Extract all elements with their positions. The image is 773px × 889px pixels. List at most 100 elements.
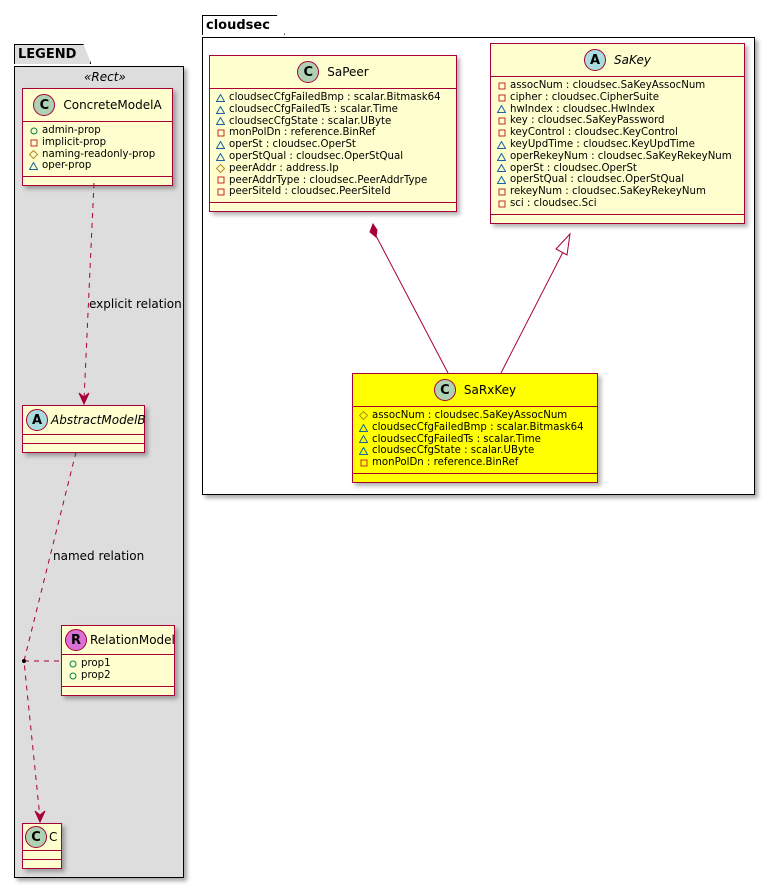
class-name: C xyxy=(49,830,58,844)
attribute-text: keyUpdTime : cloudsec.KeyUpdTime xyxy=(510,138,695,150)
attribute-text: oper-prop xyxy=(42,160,92,172)
package-visibility-icon xyxy=(497,105,506,114)
attribute-row: cloudsecCfgState : scalar.UByte xyxy=(359,445,593,457)
package-visibility-icon xyxy=(497,176,506,185)
public-visibility-icon xyxy=(29,126,38,135)
class-name: SaPeer xyxy=(327,65,369,79)
methods-section xyxy=(62,687,174,695)
attribute-row: sci : cloudsec.Sci xyxy=(497,198,740,210)
attribute-text: operStQual : cloudsec.OperStQual xyxy=(229,150,404,162)
methods-section xyxy=(23,177,172,185)
class-name: AbstractModelB xyxy=(51,413,146,427)
attribute-row: peerAddr : address.Ip xyxy=(216,163,452,175)
protected-visibility-icon xyxy=(359,411,368,421)
attribute-text: assocNum : cloudsec.SaKeyAssocNum xyxy=(372,410,568,421)
class-header: A SaKey xyxy=(491,44,744,77)
attribute-row: operStQual : cloudsec.OperStQual xyxy=(216,151,452,163)
package-visibility-icon xyxy=(497,152,506,161)
attribute-row: operSt : cloudsec.OperSt xyxy=(497,163,740,175)
attribute-row: peerAddrType : cloudsec.PeerAddrType xyxy=(216,175,452,187)
attribute-text: monPolDn : reference.BinRef xyxy=(229,127,376,139)
private-visibility-icon xyxy=(29,138,38,147)
methods-section xyxy=(491,215,744,223)
package-visibility-icon xyxy=(216,105,225,114)
named-relation-label: named relation xyxy=(53,549,145,563)
private-visibility-icon xyxy=(497,129,506,138)
package-visibility-icon xyxy=(216,141,225,150)
package-visibility-icon xyxy=(497,164,506,173)
attribute-text: cloudsecCfgState : scalar.UByte xyxy=(372,445,535,457)
attribute-row: peerSiteId : cloudsec.PeerSiteId xyxy=(216,186,452,198)
private-visibility-icon xyxy=(497,81,506,90)
class-header: A AbstractModelB xyxy=(23,406,146,435)
public-visibility-icon xyxy=(68,659,77,668)
attribute-text: cloudsecCfgFailedTs : scalar.Time xyxy=(372,433,541,445)
private-visibility-icon xyxy=(497,117,506,126)
attribute-text: cloudsecCfgFailedTs : scalar.Time xyxy=(229,103,398,115)
attribute-row: hwIndex : cloudsec.HwIndex xyxy=(497,104,740,116)
methods-section xyxy=(23,444,144,452)
class-header: C C xyxy=(23,824,61,851)
package-visibility-icon xyxy=(359,423,368,432)
attribute-text: sci : cloudsec.Sci xyxy=(510,197,597,209)
attribute-row: rekeyNum : cloudsec.SaKeyRekeyNum xyxy=(497,186,740,198)
class-c[interactable]: C C xyxy=(22,823,62,869)
class-abstract-model-b[interactable]: A AbstractModelB xyxy=(22,405,146,453)
methods-section xyxy=(210,203,456,211)
attribute-text: hwIndex : cloudsec.HwIndex xyxy=(510,103,655,115)
methods-section xyxy=(353,474,597,482)
private-visibility-icon xyxy=(359,459,368,468)
attribute-row: cloudsecCfgFailedBmp : scalar.Bitmask64 xyxy=(359,422,593,434)
attribute-row: admin-prop xyxy=(29,125,168,137)
class-header: R RelationModel xyxy=(62,626,175,655)
attribute-row: keyUpdTime : cloudsec.KeyUpdTime xyxy=(497,139,740,151)
class-sa-key[interactable]: A SaKey assocNum : cloudsec.SaKeyAssocNu… xyxy=(490,43,745,224)
attribute-row: naming-readonly-prop xyxy=(29,149,168,161)
package-visibility-icon xyxy=(359,435,368,444)
attribute-row: cloudsecCfgState : scalar.UByte xyxy=(216,116,452,128)
attribute-row: prop2 xyxy=(68,670,170,682)
attribute-text: peerAddrType : cloudsec.PeerAddrType xyxy=(229,174,428,186)
attribute-text: cloudsecCfgState : scalar.UByte xyxy=(229,115,392,127)
attributes-section xyxy=(23,851,61,860)
attribute-row: implicit-prop xyxy=(29,137,168,149)
attribute-text: assocNum : cloudsec.SaKeyAssocNum xyxy=(510,80,706,91)
private-visibility-icon xyxy=(216,188,225,197)
class-sa-rx-key[interactable]: C SaRxKey assocNum : cloudsec.SaKeyAssoc… xyxy=(352,373,598,483)
class-name: RelationModel xyxy=(90,633,175,647)
attribute-text: rekeyNum : cloudsec.SaKeyRekeyNum xyxy=(510,186,706,198)
attribute-row: monPolDn : reference.BinRef xyxy=(216,127,452,139)
package-visibility-icon xyxy=(216,117,225,126)
private-visibility-icon xyxy=(216,129,225,138)
attribute-row: cloudsecCfgFailedBmp : scalar.Bitmask64 xyxy=(216,92,452,104)
attribute-text: prop1 xyxy=(81,658,111,669)
attribute-row: monPolDn : reference.BinRef xyxy=(359,457,593,469)
class-header: C ConcreteModelA xyxy=(23,89,172,122)
class-name: ConcreteModelA xyxy=(63,98,162,112)
attribute-text: monPolDn : reference.BinRef xyxy=(372,457,519,469)
class-sa-peer[interactable]: C SaPeer cloudsecCfgFailedBmp : scalar.B… xyxy=(209,55,457,213)
attribute-text: operStQual : cloudsec.OperStQual xyxy=(510,174,685,186)
package-visibility-icon xyxy=(359,447,368,456)
attribute-row: operStQual : cloudsec.OperStQual xyxy=(497,174,740,186)
cloudsec-package-tab: cloudsec xyxy=(202,15,285,35)
attribute-text: implicit-prop xyxy=(42,136,107,148)
private-visibility-icon xyxy=(497,199,506,208)
attribute-text: admin-prop xyxy=(42,125,101,136)
class-badge-icon: C xyxy=(33,94,56,116)
attribute-text: key : cloudsec.SaKeyPassword xyxy=(510,115,665,127)
class-name: SaKey xyxy=(614,53,651,67)
attribute-row: cloudsecCfgFailedTs : scalar.Time xyxy=(359,434,593,446)
private-visibility-icon xyxy=(497,188,506,197)
attribute-row: operSt : cloudsec.OperSt xyxy=(216,139,452,151)
attribute-row: key : cloudsec.SaKeyPassword xyxy=(497,115,740,127)
attribute-row: prop1 xyxy=(68,658,170,670)
attribute-row: assocNum : cloudsec.SaKeyAssocNum xyxy=(497,80,740,92)
